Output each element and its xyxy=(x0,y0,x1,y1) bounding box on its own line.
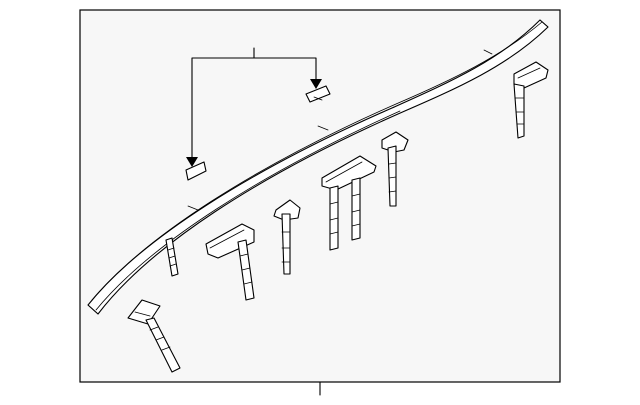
mounting-stud xyxy=(205,223,255,301)
rail-clip-tape xyxy=(185,161,207,181)
rail-clip-tape xyxy=(305,85,331,103)
callout-leader xyxy=(186,47,322,167)
mounting-stud xyxy=(165,237,179,277)
roof-rack-side-rail xyxy=(87,19,549,315)
front-end-cap xyxy=(127,299,181,373)
mounting-stud xyxy=(321,155,377,251)
mounting-stud xyxy=(273,199,301,275)
rear-end-cap xyxy=(513,61,549,139)
mounting-stud xyxy=(381,131,409,207)
